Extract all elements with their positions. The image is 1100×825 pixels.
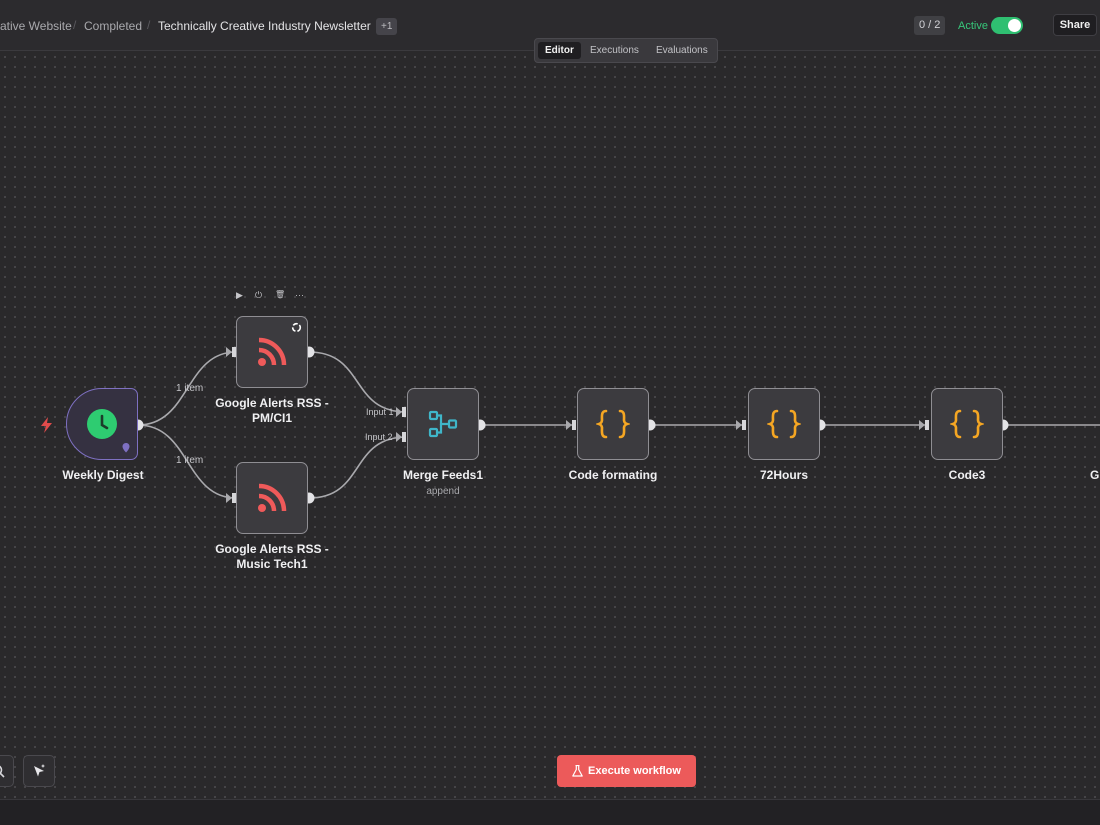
edge-label-top: 1 item: [176, 383, 204, 394]
active-toggle[interactable]: [991, 17, 1023, 34]
view-tabs: Editor Executions Evaluations: [534, 38, 718, 63]
share-button[interactable]: Share: [1053, 14, 1097, 36]
node-play-button[interactable]: ▶: [236, 290, 243, 300]
node-label-72hours: 72Hours: [759, 468, 809, 482]
node-label-line: Music Tech1: [236, 557, 308, 571]
node-label-next: G: [1090, 468, 1100, 482]
node-label-line: PM/CI1: [251, 411, 292, 425]
tab-executions[interactable]: Executions: [590, 45, 639, 56]
node-rss-pm[interactable]: [236, 316, 308, 388]
code-braces-icon: [767, 409, 801, 439]
toggle-knob: [1008, 19, 1021, 32]
active-label: Active: [958, 20, 988, 32]
node-label-weekly-digest: Weekly Digest: [62, 468, 144, 482]
code-braces-icon: [596, 409, 630, 439]
flask-icon: [572, 765, 583, 777]
refresh-icon: [291, 322, 302, 333]
tidy-up-button[interactable]: [23, 755, 55, 787]
rss-icon: [258, 483, 287, 512]
workflow-title[interactable]: Technically Creative Industry Newsletter: [158, 19, 371, 33]
node-subtitle-merge: append: [426, 486, 460, 497]
node-rss-music[interactable]: [236, 462, 308, 534]
execute-workflow-label: Execute workflow: [588, 765, 681, 777]
node-deactivate-button[interactable]: ⏻: [255, 290, 263, 300]
input-2-label: Input 2: [365, 432, 393, 442]
node-delete-button[interactable]: 🗑: [275, 290, 286, 299]
node-label-merge: Merge Feeds1: [402, 468, 484, 482]
tab-evaluations[interactable]: Evaluations: [656, 45, 708, 56]
input-1-label: Input 1: [366, 407, 394, 417]
zoom-icon: [0, 765, 5, 778]
cursor-sparkle-icon: [34, 764, 45, 777]
breadcrumb-separator: /: [147, 18, 151, 32]
edge-label-bottom: 1 item: [176, 455, 204, 466]
node-label-line: Google Alerts RSS -: [215, 396, 329, 410]
execute-workflow-button[interactable]: Execute workflow: [557, 755, 696, 787]
trigger-bolt-icon: [41, 417, 52, 433]
node-label-rss-music: Google Alerts RSS - Music Tech1: [192, 542, 352, 572]
pin-icon: [122, 443, 130, 453]
tab-editor[interactable]: Editor: [538, 42, 581, 59]
clock-icon: [87, 409, 117, 439]
more-tags-badge[interactable]: +1: [376, 18, 398, 35]
node-label-code-formating: Code formating: [568, 468, 658, 482]
rss-icon: [258, 337, 287, 366]
zoom-button[interactable]: [0, 755, 14, 787]
breadcrumb-project[interactable]: ative Website: [0, 19, 72, 33]
node-72hours[interactable]: [748, 388, 820, 460]
code-braces-icon: [950, 409, 984, 439]
bottom-panel-bar: [0, 799, 1100, 825]
node-label-code3: Code3: [948, 468, 986, 482]
node-code-formating[interactable]: [577, 388, 649, 460]
node-code3[interactable]: [931, 388, 1003, 460]
execution-counter: 0 / 2: [914, 16, 946, 35]
breadcrumb-separator: /: [73, 18, 77, 32]
node-label-rss-pm: Google Alerts RSS - PM/CI1: [192, 396, 352, 426]
node-merge-feeds[interactable]: [407, 388, 479, 460]
node-more-button[interactable]: ···: [295, 290, 304, 300]
merge-icon: [428, 410, 458, 438]
node-weekly-digest[interactable]: [66, 388, 138, 460]
node-label-line: Google Alerts RSS -: [215, 542, 329, 556]
breadcrumb-folder[interactable]: Completed: [84, 19, 143, 33]
